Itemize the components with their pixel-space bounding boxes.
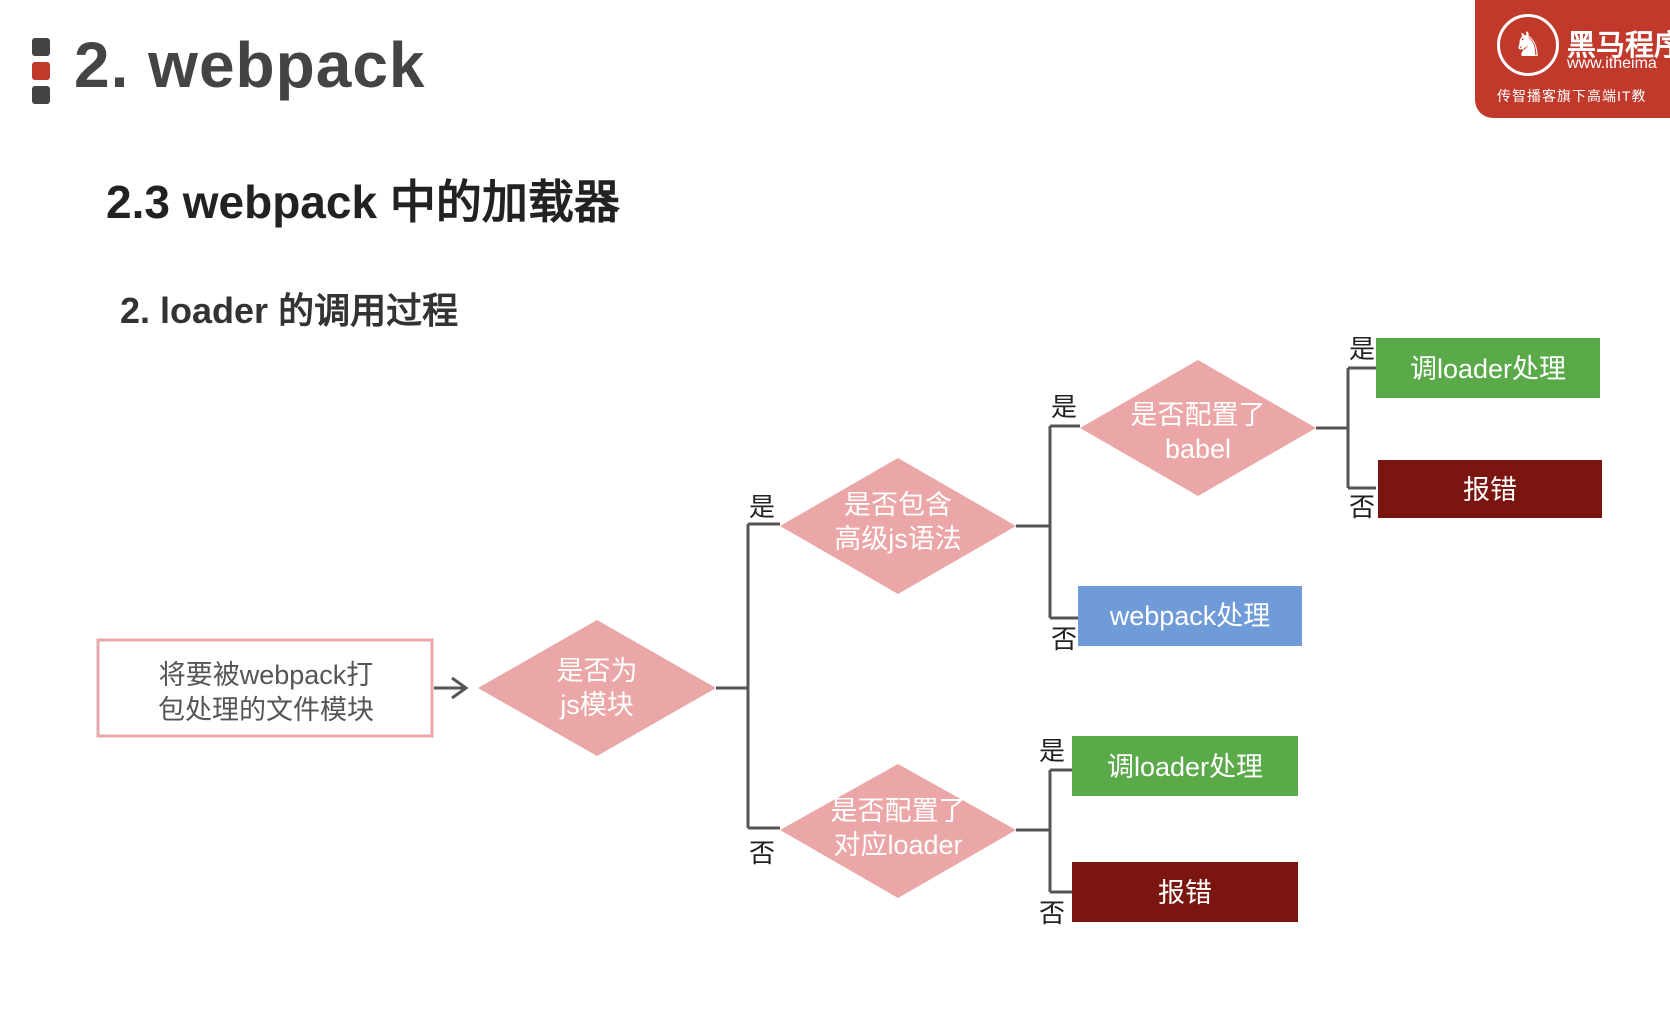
decision-is-js-line-1: 是否为: [557, 656, 638, 686]
edge-advanced-branch: [1016, 424, 1080, 620]
result-babel-error-label: 报错: [1463, 475, 1517, 505]
decision-babel-line-2: babel: [1165, 434, 1231, 464]
decision-is-js: 是否为 js模块: [478, 620, 716, 756]
edge-js-branch: [716, 522, 780, 830]
result-loader-process: 调loader处理: [1072, 736, 1298, 796]
logo-slogan: 传智播客旗下高端IT教: [1497, 88, 1647, 104]
result-babel-loader-label: 调loader处理: [1410, 354, 1566, 384]
logo-url: www.itheima: [1567, 55, 1657, 72]
label-yes-js: 是: [749, 492, 775, 522]
edge-labels: 是 否 是 否 是 否 是 否: [749, 334, 1375, 928]
result-webpack: webpack处理: [1078, 586, 1302, 646]
result-loader-process-label: 调loader处理: [1107, 752, 1263, 782]
label-yes-advanced: 是: [1051, 392, 1077, 422]
logo-name: 黑马程序: [1567, 30, 1670, 62]
decision-babel: 是否配置了 babel: [1080, 360, 1316, 496]
section-title: 2.3 webpack 中的加载器: [106, 176, 620, 228]
result-babel-loader: 调loader处理: [1376, 338, 1600, 398]
label-no-loader: 否: [1039, 898, 1065, 928]
subsection-title: 2. loader 的调用过程: [120, 290, 459, 331]
flow-connectors: [434, 366, 1376, 894]
result-loader-error: 报错: [1072, 862, 1298, 922]
label-no-babel: 否: [1349, 492, 1375, 522]
start-line-2: 包处理的文件模块: [158, 695, 374, 725]
decision-is-js-line-2: js模块: [559, 690, 634, 720]
slide-marker-icon: [32, 38, 50, 110]
edge-babel-branch: [1316, 366, 1376, 490]
decision-advanced-line-2: 高级js语法: [834, 524, 962, 554]
decision-loader: 是否配置了 对应loader: [780, 764, 1016, 898]
decision-loader-line-2: 对应loader: [833, 830, 962, 860]
arrow-head: [451, 676, 469, 700]
result-loader-error-label: 报错: [1158, 878, 1212, 908]
label-yes-loader: 是: [1039, 736, 1065, 766]
horse-logo-icon: ♞: [1497, 14, 1559, 76]
page-title: 2. webpack: [74, 29, 426, 101]
result-webpack-label: webpack处理: [1109, 601, 1271, 631]
start-line-1: 将要被webpack打: [159, 660, 374, 690]
brand-logo: ♞ 黑马程序 www.itheima 传智播客旗下高端IT教: [1475, 0, 1670, 118]
decision-babel-line-1: 是否配置了: [1131, 400, 1266, 430]
label-no-advanced: 否: [1051, 624, 1077, 654]
decision-loader-line-1: 是否配置了: [831, 796, 966, 826]
label-no-js: 否: [749, 838, 775, 868]
label-yes-babel: 是: [1349, 334, 1375, 364]
result-babel-error: 报错: [1378, 460, 1602, 518]
edge-loader-branch: [1016, 768, 1072, 894]
decision-advanced-js: 是否包含 高级js语法: [780, 458, 1016, 594]
start-node: 将要被webpack打 包处理的文件模块: [96, 638, 434, 738]
decision-advanced-line-1: 是否包含: [844, 490, 952, 520]
